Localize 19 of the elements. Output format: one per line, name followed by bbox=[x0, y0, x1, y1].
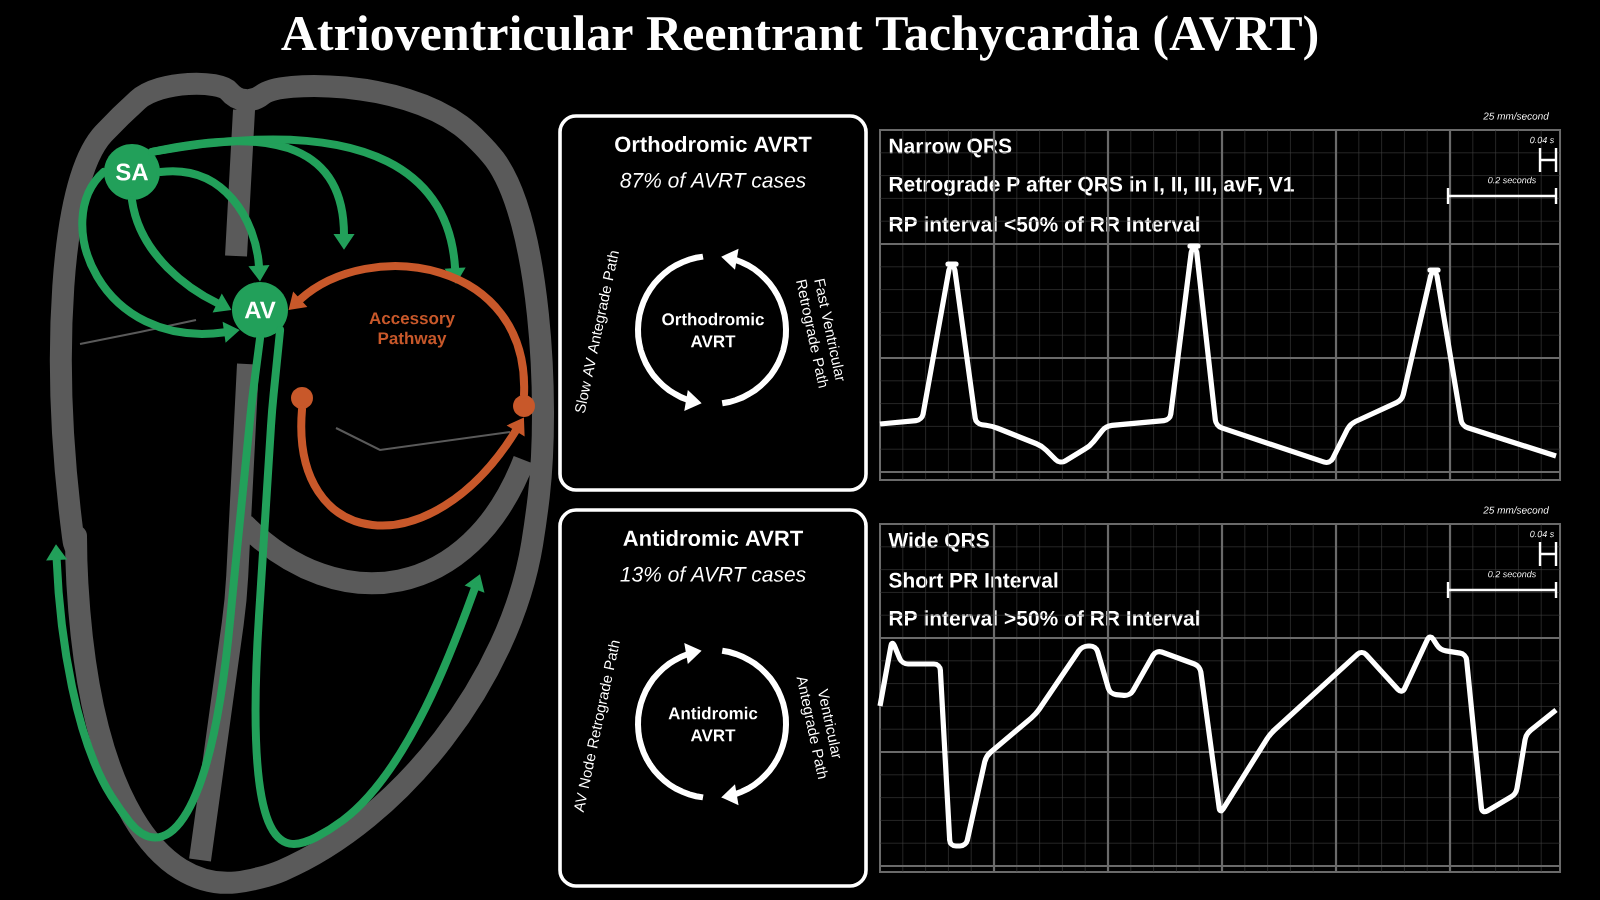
ecg-panel bbox=[879, 129, 1561, 481]
ecg-note: Short PR Interval bbox=[889, 572, 1058, 588]
cycle-label: Antidromic AVRT bbox=[668, 706, 758, 742]
panel bbox=[558, 114, 868, 492]
pathway-dot bbox=[513, 395, 535, 417]
pathway-label: Accessory Pathway bbox=[369, 312, 455, 348]
panel-heading: Antidromic AVRT bbox=[623, 529, 803, 547]
ecg-panel bbox=[879, 523, 1561, 873]
arrow bbox=[46, 334, 264, 842]
arrow bbox=[298, 405, 525, 529]
panel bbox=[558, 508, 868, 888]
cycle-label: Orthodromic AVRT bbox=[662, 312, 764, 348]
ecg-note: Wide QRS bbox=[888, 532, 989, 552]
ecg-note: Retrograde P after QRS in I, II, III, avF, V1 bbox=[889, 176, 1294, 196]
pathway-dot bbox=[291, 387, 313, 409]
panel-heading: Orthodromic AVRT bbox=[615, 135, 812, 153]
title: Atrioventricular Reentrant Tachycardia (AVRT) bbox=[281, 15, 1318, 61]
panel-subheading: 87% of AVRT cases bbox=[620, 172, 806, 188]
panel-subheading: 13% of AVRT cases bbox=[620, 566, 806, 582]
